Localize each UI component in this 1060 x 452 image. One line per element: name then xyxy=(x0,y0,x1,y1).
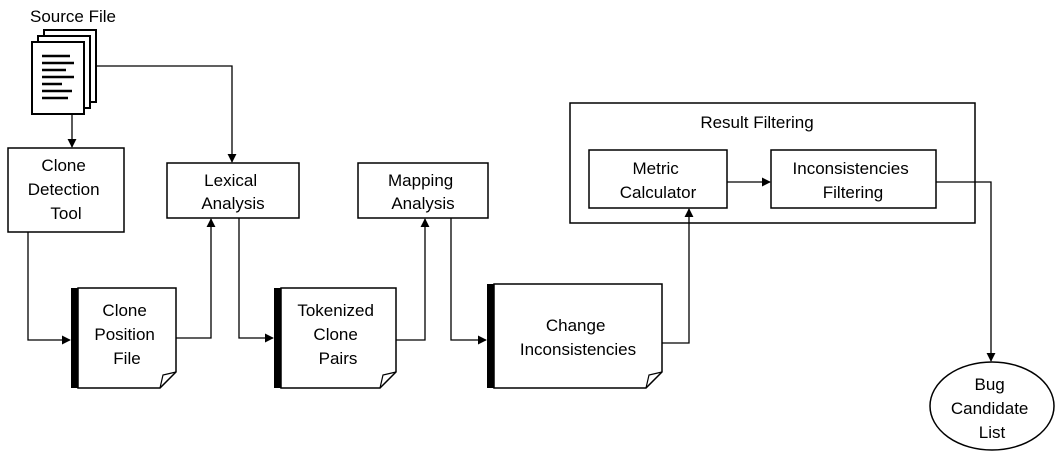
svg-text:Metric Calculator: Metric Calculator xyxy=(620,159,697,202)
connectors xyxy=(27,65,996,362)
change-inconsistencies-document: Change Inconsistencies xyxy=(487,283,663,389)
clone-position-file-document: Clone Position File xyxy=(71,287,177,389)
lexical-analysis-box: Lexical Analysis xyxy=(166,162,300,219)
mapping-analysis-box: Mapping Analysis xyxy=(357,162,489,219)
svg-text:Clone Detection To: Clone Detection Tool xyxy=(28,156,105,223)
metric-calculator-box: Metric Calculator xyxy=(588,149,728,209)
bug-candidate-list-ellipse: Bug Candidate List xyxy=(929,361,1055,451)
arrow-position-file-to-lexical-analysis xyxy=(176,218,216,339)
svg-text:Tokenized Clone Pa: Tokenized Clone Pairs xyxy=(297,301,378,368)
clone-detection-tool-box: Clone Detection Tool xyxy=(7,147,125,233)
source-file-icon xyxy=(31,29,97,115)
arrow-mapping-analysis-to-change-inconsistencies xyxy=(450,218,487,345)
svg-text:Mapping Analysis: Mapping Analysis xyxy=(388,171,458,213)
inconsistencies-filtering-box: Inconsistencies Filtering xyxy=(770,149,937,209)
arrow-lexical-analysis-to-tokenized-pairs xyxy=(238,218,274,343)
svg-text:Inconsistencies Filterin: Inconsistencies Filtering xyxy=(793,159,914,202)
arrow-source-to-lexical-analysis xyxy=(96,65,237,163)
source-file-label: Source File xyxy=(30,7,116,26)
svg-text:Lexical Analysis: Lexical Analysis xyxy=(201,171,264,213)
arrow-inconsistencies-filtering-to-bug-candidate-list xyxy=(936,181,996,362)
tokenized-clone-pairs-document: Tokenized Clone Pairs xyxy=(274,287,397,389)
arrow-clone-detection-to-position-file xyxy=(27,232,71,345)
svg-text:Bug Candidate List: Bug Candidate List xyxy=(951,375,1033,442)
arrow-tokenized-pairs-to-mapping-analysis xyxy=(396,218,430,341)
svg-text:Change Inconsistencies: Change Inconsistencies xyxy=(520,316,636,359)
svg-text:Clone Position Fil: Clone Position File xyxy=(94,301,159,368)
result-filtering-title: Result Filtering xyxy=(700,113,813,132)
arrow-change-inconsistencies-to-metric-calculator xyxy=(662,208,694,344)
